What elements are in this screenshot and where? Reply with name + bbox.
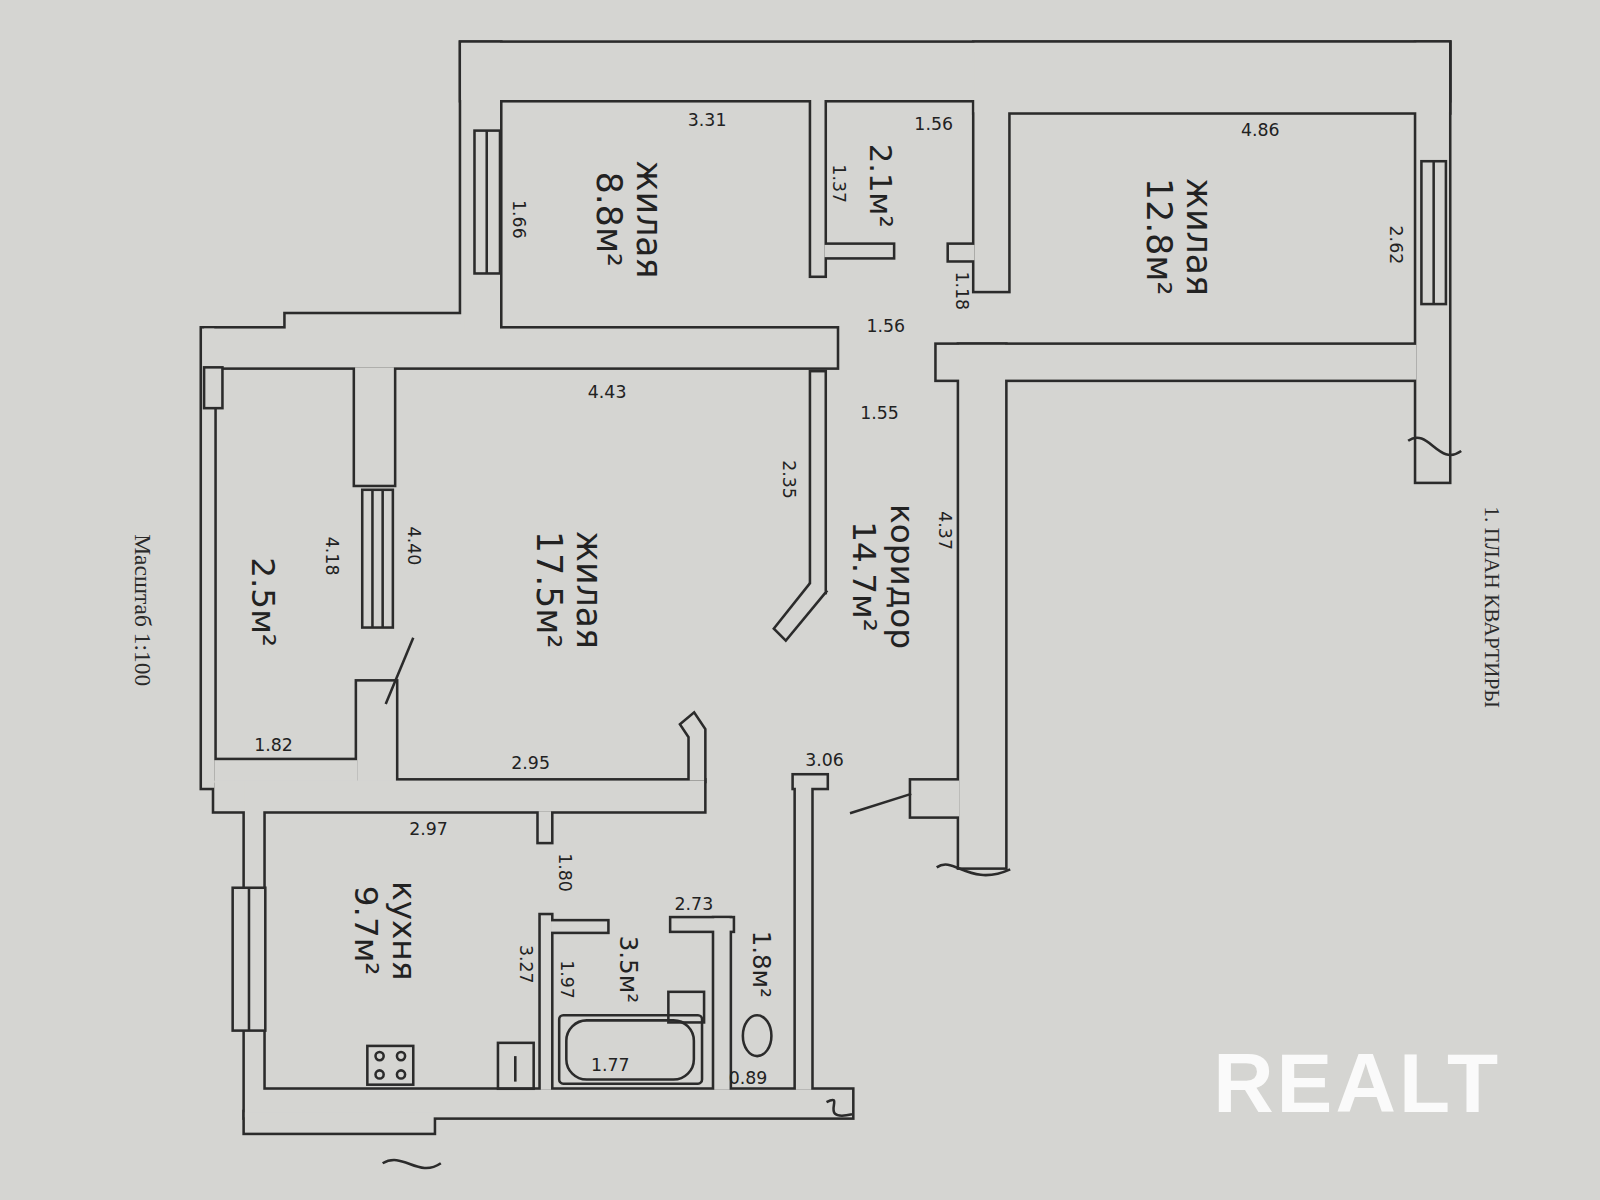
room-area: жилая8.8м² — [500, 100, 811, 329]
room-area-value: 1.8м² — [746, 931, 774, 998]
room-area: кухня9.7м² — [263, 811, 541, 1090]
plan-title: 1. ПЛАН КВАРТИРЫ — [1481, 506, 1502, 708]
dimension-label: 3.27 — [517, 945, 534, 984]
room-name: кухня — [385, 881, 423, 980]
dimension-label: 1.97 — [558, 960, 575, 999]
room-name: жилая — [568, 531, 608, 649]
windows — [204, 131, 1446, 1031]
room-label-group: 2.1м² — [862, 144, 897, 228]
room-area: жилая12.8м² — [1008, 112, 1416, 345]
dimension-label: 4.86 — [1241, 122, 1280, 139]
dimension-label: 4.40 — [405, 527, 422, 566]
room-label-group: 1.8м² — [746, 931, 774, 998]
door-swings — [386, 638, 912, 814]
room-area: коридор14.7м² — [824, 380, 959, 781]
scale-caption: Масштаб 1:100 — [131, 534, 154, 686]
dimension-label: 0.89 — [729, 1070, 768, 1087]
dimension-label: 2.73 — [675, 895, 714, 912]
room-area-value: 14.7м² — [845, 521, 883, 631]
room-name: жилая — [1179, 178, 1219, 296]
room-label-group: жилая8.8м² — [589, 160, 669, 278]
room-label-group: 3.5м² — [613, 936, 641, 1003]
dimension-label: 1.56 — [914, 116, 953, 133]
dimension-label: 2.62 — [1387, 226, 1404, 265]
room-area: 3.5м² — [551, 932, 714, 1014]
dimension-label: 1.56 — [866, 318, 905, 335]
room-label-group: жилая12.8м² — [1139, 178, 1219, 296]
room-area-value: 3.5м² — [613, 936, 641, 1003]
room-label-group: 2.5м² — [244, 557, 282, 647]
dimension-label: 3.31 — [688, 112, 727, 129]
dimension-label: 4.37 — [936, 511, 953, 550]
room-label-group: коридор14.7м² — [845, 504, 920, 649]
wall-fill — [202, 43, 1449, 1133]
dimension-label: 2.97 — [409, 821, 448, 838]
dimension-label: 1.77 — [591, 1057, 630, 1074]
room-area-value: 12.8м² — [1139, 178, 1179, 295]
dimension-label: 3.06 — [805, 752, 844, 769]
dimension-label: 1.82 — [254, 736, 293, 753]
room-area-value: 8.8м² — [589, 172, 629, 267]
room-area: жилая17.5м² — [396, 367, 811, 780]
fixtures — [367, 992, 771, 1089]
dimension-label: 1.66 — [510, 200, 527, 239]
room-area-value: 17.5м² — [528, 531, 568, 648]
room-label-group: жилая17.5м² — [528, 531, 608, 649]
dimension-label: 1.18 — [953, 271, 970, 310]
room-area: 1.8м² — [730, 931, 796, 1021]
room-area-value: 2.5м² — [244, 557, 282, 647]
room-name: жилая — [629, 160, 669, 278]
dimension-label: 2.95 — [511, 755, 550, 772]
room-name: коридор — [883, 504, 921, 649]
dimension-label: 4.43 — [588, 384, 627, 401]
dimension-label: 2.35 — [780, 460, 797, 499]
dimension-label: 1.37 — [830, 164, 847, 203]
room-label-group: кухня9.7м² — [347, 881, 422, 980]
dimension-label: 4.18 — [323, 537, 340, 576]
dimension-label: 1.80 — [556, 853, 573, 892]
dimension-label: 1.55 — [860, 405, 899, 422]
wall-outline — [202, 43, 1449, 1133]
room-area-value: 2.1м² — [862, 144, 897, 228]
room-area-value: 9.7м² — [347, 886, 385, 976]
watermark: REALT — [1213, 1042, 1501, 1126]
